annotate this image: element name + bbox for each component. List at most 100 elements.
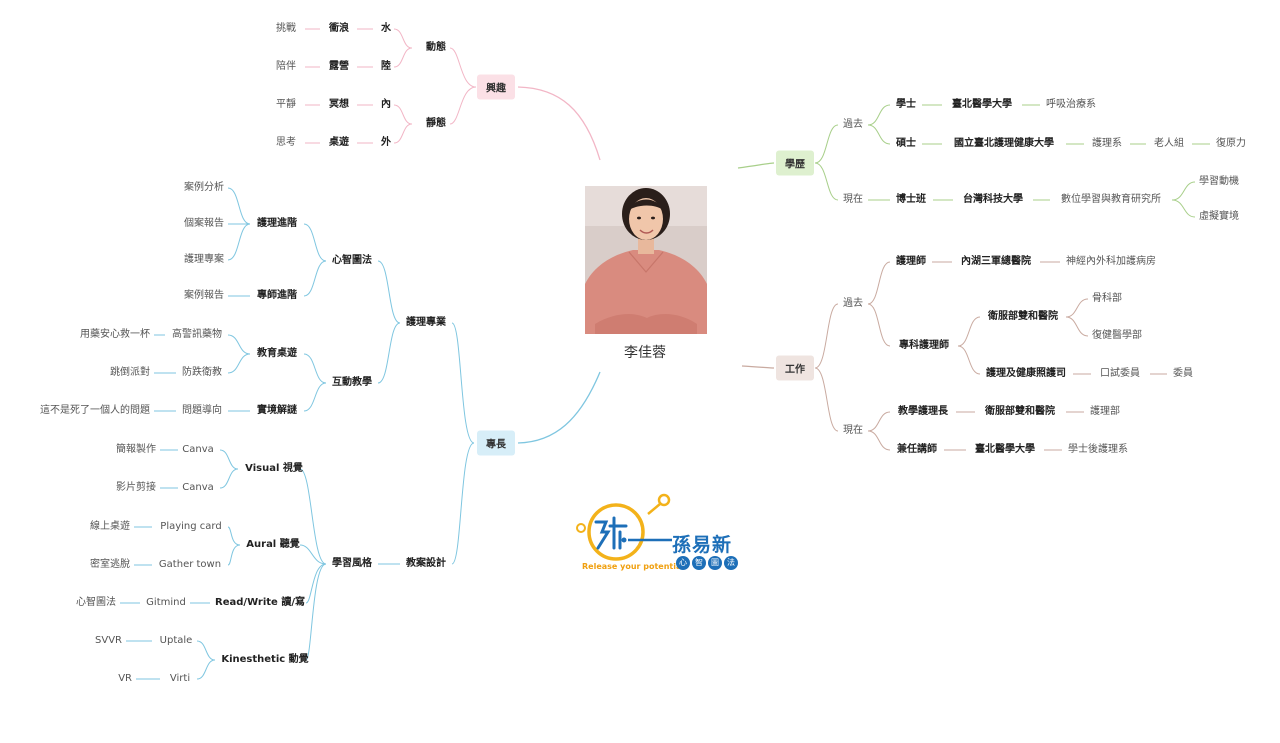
topic-expertise[interactable]: 專長 — [477, 430, 515, 456]
node-text[interactable]: 口試委員 — [1100, 368, 1140, 379]
node-text[interactable]: 簡報製作 — [116, 444, 156, 455]
node-interactive[interactable]: 互動教學 — [332, 377, 372, 388]
node-text[interactable]: 影片剪接 — [116, 482, 156, 493]
node-mindmap[interactable]: 心智圖法 — [332, 255, 372, 266]
node-text[interactable]: 骨科部 — [1092, 293, 1122, 304]
node-design[interactable]: 教案設計 — [406, 558, 446, 569]
node-text[interactable]: Canva — [182, 482, 214, 493]
node-text[interactable]: 陪伴 — [276, 61, 296, 72]
node-text[interactable]: Gitmind — [146, 597, 186, 608]
node-text[interactable]: Kinesthetic 動覺 — [221, 654, 309, 665]
node-text[interactable]: 復原力 — [1216, 138, 1246, 149]
node-text[interactable]: 兼任講師 — [897, 444, 937, 455]
logo-slogan: Release your potential — [582, 562, 685, 571]
node-text[interactable]: 教學護理長 — [898, 406, 948, 417]
node-text[interactable]: 學士後護理系 — [1068, 444, 1128, 455]
node-text[interactable]: 護理部 — [1090, 406, 1120, 417]
node-text[interactable]: 陸 — [381, 61, 391, 72]
node-text[interactable]: 衛服部雙和醫院 — [985, 406, 1055, 417]
node-text[interactable]: 跳倒派對 — [110, 367, 150, 378]
node-text[interactable]: 實境解謎 — [257, 405, 297, 416]
node-text[interactable]: 高警訊藥物 — [172, 329, 222, 340]
node-text[interactable]: 臺北醫學大學 — [975, 444, 1035, 455]
node-text[interactable]: 虛擬實境 — [1199, 211, 1239, 222]
node-text[interactable]: 外 — [381, 137, 391, 148]
profile-photo — [585, 186, 707, 334]
node-text[interactable]: Aural 聽覺 — [246, 539, 300, 550]
node-text[interactable]: 密室逃脫 — [90, 559, 130, 570]
node-text[interactable]: 心智圖法 — [76, 597, 116, 608]
node-text[interactable]: 線上桌遊 — [90, 521, 130, 532]
node-text[interactable]: 護理及健康照護司 — [986, 368, 1066, 379]
logo-sub-char: 圖 — [708, 556, 722, 570]
node-text[interactable]: 博士班 — [896, 194, 926, 205]
node-text[interactable]: 老人組 — [1154, 138, 1184, 149]
node-text[interactable]: Canva — [182, 444, 214, 455]
node-text[interactable]: 碩士 — [896, 138, 916, 149]
logo-sub-char: 心 — [676, 556, 690, 570]
node-text[interactable]: 用藥安心救一杯 — [80, 329, 150, 340]
node-text[interactable]: 護理師 — [896, 256, 926, 267]
node-text[interactable]: Visual 視覺 — [245, 463, 303, 474]
node-text[interactable]: 護理專案 — [184, 254, 224, 265]
topic-interest[interactable]: 興趣 — [477, 74, 515, 100]
node-text[interactable]: 國立臺北護理健康大學 — [954, 138, 1054, 149]
node-text[interactable]: 水 — [381, 23, 391, 34]
node-static[interactable]: 靜態 — [426, 118, 446, 129]
node-text[interactable]: 護理進階 — [257, 218, 297, 229]
logo-sub-char: 法 — [724, 556, 738, 570]
node-dynamic[interactable]: 動態 — [426, 42, 446, 53]
node-text[interactable]: VR — [118, 673, 132, 684]
node-text[interactable]: 這不是死了一個人的問題 — [40, 405, 150, 416]
node-text[interactable]: 護理系 — [1092, 138, 1122, 149]
node-text[interactable]: 委員 — [1173, 368, 1193, 379]
node-text[interactable]: 復健醫學部 — [1092, 330, 1142, 341]
node-text[interactable]: 案例報告 — [184, 290, 224, 301]
node-text[interactable]: SVVR — [95, 635, 122, 646]
node-nursing[interactable]: 護理專業 — [406, 317, 446, 328]
node-text[interactable]: 台灣科技大學 — [963, 194, 1023, 205]
node-text[interactable]: 內 — [381, 99, 391, 110]
node-text[interactable]: Virti — [169, 673, 191, 684]
logo-name: 孫易新 — [672, 534, 733, 556]
node-text[interactable]: 冥想 — [329, 99, 349, 110]
link-interest — [517, 86, 601, 161]
node-past[interactable]: 過去 — [843, 119, 863, 130]
node-text[interactable]: Gather town — [158, 559, 222, 570]
node-text[interactable]: 問題導向 — [182, 405, 222, 416]
node-text[interactable]: 案例分析 — [184, 182, 224, 193]
node-text[interactable]: Playing card — [160, 521, 222, 532]
node-text[interactable]: 臺北醫學大學 — [952, 99, 1012, 110]
node-text[interactable]: 數位學習與教育研究所 — [1061, 194, 1161, 205]
node-text[interactable]: 平靜 — [276, 99, 296, 110]
node-now[interactable]: 現在 — [843, 425, 863, 436]
node-now[interactable]: 現在 — [843, 194, 863, 205]
node-text[interactable]: 衝浪 — [329, 23, 349, 34]
node-text[interactable]: 呼吸治療系 — [1046, 99, 1096, 110]
node-text[interactable]: 桌遊 — [329, 137, 349, 148]
node-past[interactable]: 過去 — [843, 298, 863, 309]
link-expertise — [517, 371, 601, 444]
node-text[interactable]: 露營 — [329, 61, 349, 72]
node-text[interactable]: 學習動機 — [1199, 176, 1239, 187]
node-text[interactable]: 學士 — [896, 99, 916, 110]
node-text[interactable]: 教育桌遊 — [257, 348, 297, 359]
node-text[interactable]: Read/Write 讀/寫 — [215, 597, 305, 608]
node-text[interactable]: 防跌衛教 — [182, 367, 222, 378]
node-text[interactable]: 專師進階 — [257, 290, 297, 301]
node-text[interactable]: Uptale — [159, 635, 193, 646]
node-text[interactable]: 神經內外科加護病房 — [1066, 256, 1156, 267]
node-text[interactable]: 挑戰 — [276, 23, 296, 34]
node-text[interactable]: 個案報告 — [184, 218, 224, 229]
node-text[interactable]: 衛服部雙和醫院 — [988, 311, 1058, 322]
node-text[interactable]: 思考 — [276, 137, 296, 148]
topic-work[interactable]: 工作 — [776, 355, 814, 381]
link-work — [741, 365, 775, 369]
logo-sub: 心 智 圖 法 — [676, 556, 738, 570]
node-text[interactable]: 專科護理師 — [899, 340, 949, 351]
node-style[interactable]: 學習風格 — [332, 558, 372, 569]
logo-sub-char: 智 — [692, 556, 706, 570]
node-text[interactable]: 內湖三軍總醫院 — [961, 256, 1031, 267]
topic-education[interactable]: 學歷 — [776, 150, 814, 176]
